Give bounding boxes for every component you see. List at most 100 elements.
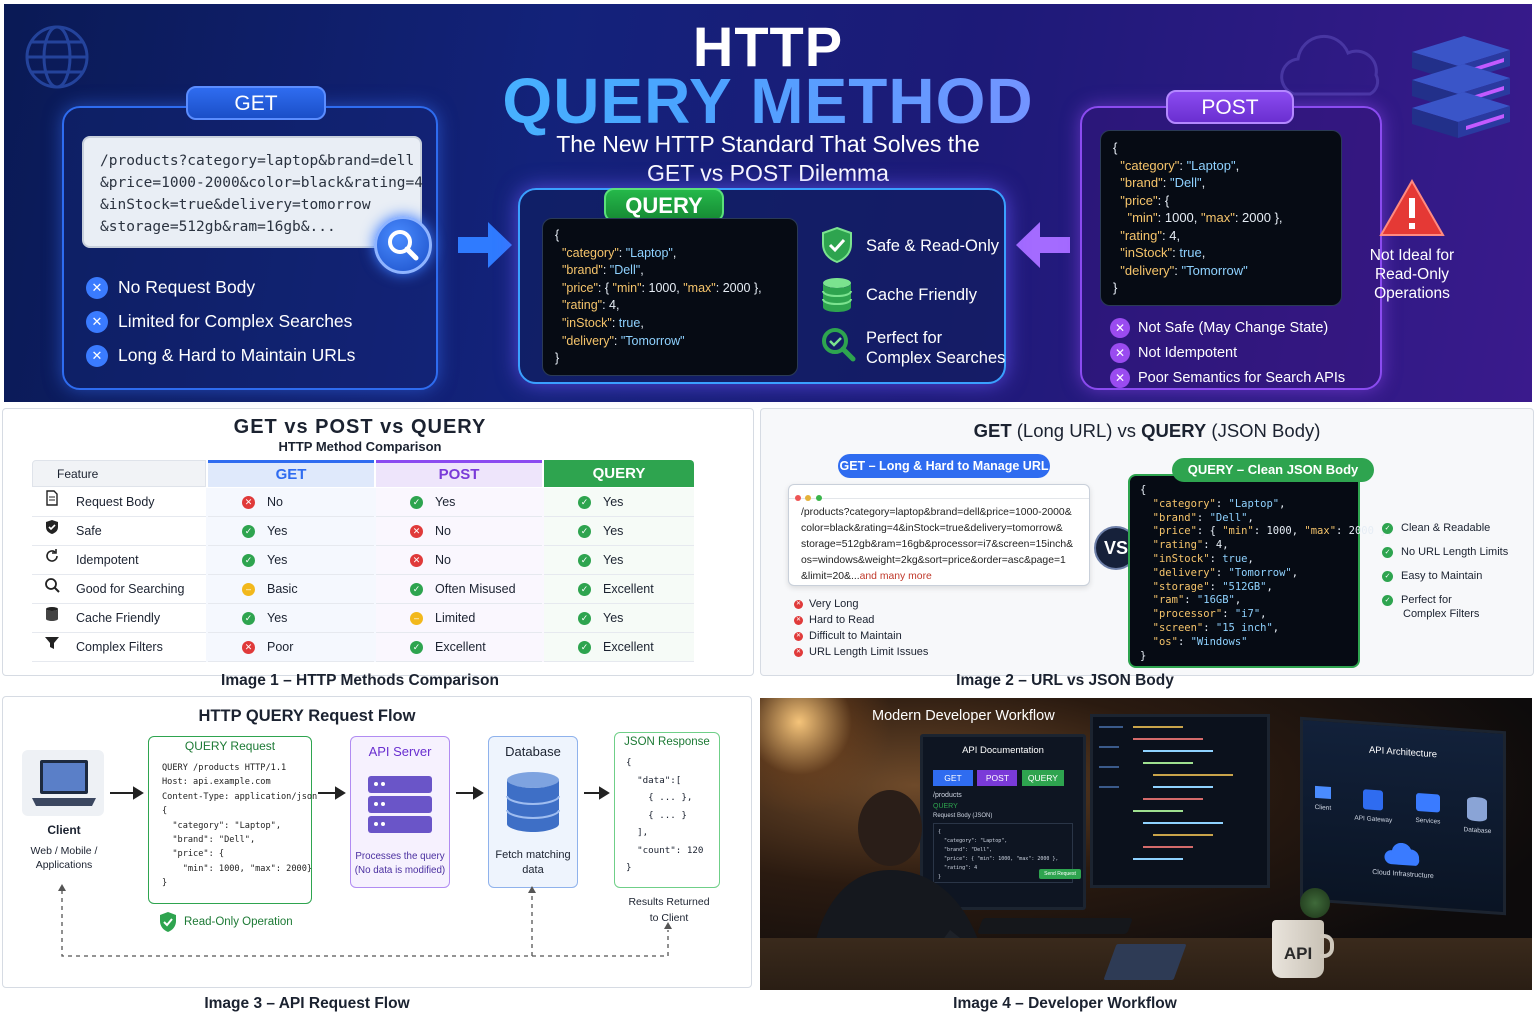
cloud-icon <box>1384 842 1420 866</box>
body-label: Request Body (JSON) <box>933 813 993 819</box>
comparison-subtitle: HTTP Method Comparison <box>278 439 442 454</box>
status-y-icon: – <box>410 612 423 626</box>
json-response-title: JSON Response <box>624 736 710 748</box>
status-g-icon: ✓ <box>578 496 591 510</box>
response-line: "data":[ <box>626 774 682 786</box>
status-y-icon: – <box>242 583 255 597</box>
post-cell: ✓ Often Misused <box>376 575 542 604</box>
x-circle-icon: ✕ <box>1110 318 1130 339</box>
feature-cell: Good for Searching <box>32 575 206 604</box>
query-cell: ✓Yes <box>544 488 694 517</box>
doc-code: { "category": "Laptop", "brand": "Dell",… <box>933 823 1073 883</box>
post-con-item: ✕ Not Safe (May Change State) <box>1110 318 1329 339</box>
server-sub1: Processes the query <box>355 851 445 862</box>
status-r-icon: ✕ <box>410 554 423 568</box>
response-line: { ... } <box>626 809 687 821</box>
arch-node-label: API Gateway <box>1354 814 1393 825</box>
query-pro: ✓Easy to Maintain <box>1382 568 1522 584</box>
keyboard <box>977 918 1133 934</box>
get-con-list: ✕Very Long ✕Hard to Read ✕Difficult to M… <box>794 596 928 660</box>
get-url-line: /products?category=laptop&brand=dell <box>100 153 415 169</box>
post-cell: –Limited <box>376 604 542 633</box>
get-con: ✕Difficult to Maintain <box>794 628 928 644</box>
close-dot <box>795 495 801 501</box>
cell-value: Yes <box>435 495 456 509</box>
get-url-line: &storage=512gb&ram=16gb&... <box>100 219 336 235</box>
right-arrow-icon <box>458 222 512 268</box>
get-url-box: /products?category=laptop&brand=dell&pri… <box>82 136 423 248</box>
arch-node-label: Services <box>1415 816 1441 826</box>
cell-value: Yes <box>603 611 624 625</box>
get-con-text: Very Long <box>809 598 859 610</box>
comparison-title: GET vs POST vs QUERY <box>233 416 487 438</box>
cell-value: Excellent <box>603 640 654 654</box>
client-sub: Web / Mobile /Applications <box>14 844 114 872</box>
query-pro: ✓No URL Length Limits <box>1382 544 1522 560</box>
url-line: os=windows&weight=2kg&sort=price&order=a… <box>801 555 1066 566</box>
check-circle-icon: ✓ <box>1382 594 1393 606</box>
cloud-label: Cloud Infrastructure <box>1372 868 1434 881</box>
feature-label: Idempotent <box>76 553 139 567</box>
x-circle-icon: ✕ <box>86 345 108 368</box>
services-node-icon <box>1415 792 1440 813</box>
workflow-title: Modern Developer Workflow <box>872 708 1055 724</box>
get-con-text: Difficult to Maintain <box>809 630 902 642</box>
query-benefit: Complex Searches <box>866 349 1006 367</box>
code-monitor <box>1090 714 1270 888</box>
arch-node: Services <box>1415 792 1441 832</box>
send-request-button[interactable]: Send Request <box>1039 869 1081 879</box>
status-g-icon: ✓ <box>578 583 591 597</box>
post-con-text: Not Safe (May Change State) <box>1138 320 1329 336</box>
query-request-title: QUERY Request <box>184 739 276 753</box>
caption-image4: Image 4 – Developer Workflow <box>953 995 1177 1012</box>
feature-label: Safe <box>76 524 102 538</box>
status-r-icon: ✕ <box>242 641 255 655</box>
feature-label: Request Body <box>76 495 155 509</box>
developer-workflow-photo: Modern Developer Workflow API Documentat… <box>760 698 1532 990</box>
long-url-text: /products?category=laptop&brand=dell&pri… <box>789 499 1089 591</box>
get-con-text: URL Length Limit Issues <box>809 646 929 658</box>
caption-image3: Image 3 – API Request Flow <box>204 995 410 1012</box>
x-circle-icon: ✕ <box>794 647 803 657</box>
query-pro: ✓Perfect for <box>1382 592 1522 608</box>
cell-value: Often Misused <box>435 582 516 596</box>
post-column-bg <box>376 488 544 662</box>
title-mid: (Long URL) vs <box>1011 420 1142 441</box>
tab-post[interactable]: POST <box>977 770 1018 786</box>
window-controls <box>789 485 1089 501</box>
query-pro-text: Clean & Readable <box>1401 522 1491 534</box>
database-icon <box>506 772 560 832</box>
query-cell: ✓Yes <box>544 546 694 575</box>
results-line1: Results Returned <box>628 896 710 908</box>
tab-query[interactable]: QUERY <box>1021 770 1064 786</box>
status-g-icon: ✓ <box>410 496 423 510</box>
url-line: &limit=20&... <box>801 571 860 582</box>
client-sub1: Web / Mobile / <box>30 845 98 857</box>
api-server-desc: Processes the query(No data is modified) <box>350 850 450 878</box>
shield-check-icon <box>822 226 852 264</box>
query-cell: ✓Excellent <box>544 575 694 604</box>
status-r-icon: ✕ <box>242 496 255 510</box>
response-line: } <box>626 862 632 873</box>
hero-title-line1: HTTP <box>692 15 844 78</box>
method-tabs: GET POST QUERY <box>933 768 1083 786</box>
json-response-code: { "data":[ { ... }, { ... } ], "count": … <box>626 754 703 877</box>
url-vs-json-title: GET (Long URL) vs QUERY (JSON Body) <box>760 420 1534 442</box>
arch-node-label: Database <box>1463 826 1492 836</box>
arch-node: Database <box>1463 796 1492 836</box>
cloud-icon <box>1280 34 1380 96</box>
status-g-icon: ✓ <box>578 612 591 626</box>
x-circle-icon: ✕ <box>1110 368 1130 389</box>
query-cell: ✓Excellent <box>544 633 694 662</box>
refresh-icon <box>32 546 62 575</box>
tab-get[interactable]: GET <box>933 770 973 786</box>
warning-line: Read-Only <box>1374 266 1450 283</box>
col-header-query: QUERY <box>544 460 694 487</box>
status-g-icon: ✓ <box>578 525 591 539</box>
status-g-icon: ✓ <box>410 583 423 597</box>
query-json-code: { "category": "Laptop", "brand": "Dell",… <box>542 218 798 376</box>
query-column-bg <box>544 488 694 662</box>
get-label: GET <box>186 86 326 120</box>
search-icon <box>374 216 432 274</box>
